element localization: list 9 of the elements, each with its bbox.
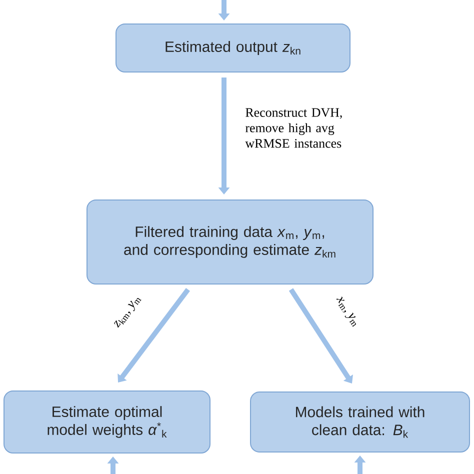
process-box: Estimate optimal model weights α$^{*}$k	[4, 390, 210, 454]
process-box: Models trained with clean data: B$_{k}$	[250, 392, 470, 452]
edge-label: Reconstruct DVH, remove high avg wRMSE instances	[245, 108, 342, 148]
arrow	[118, 288, 190, 382]
edge-label: z$_{km}$, y$_{m}$	[114, 298, 142, 328]
arrow	[288, 288, 353, 384]
process-box: Filtered training data x$_{m}$, y$_{m}$, and corresponding estimate z$_{km}$	[86, 200, 374, 284]
process-box: Estimated output z$_{kn}$	[116, 24, 350, 72]
edge-label: x$_{m}$, y$_{m}$	[336, 296, 356, 328]
